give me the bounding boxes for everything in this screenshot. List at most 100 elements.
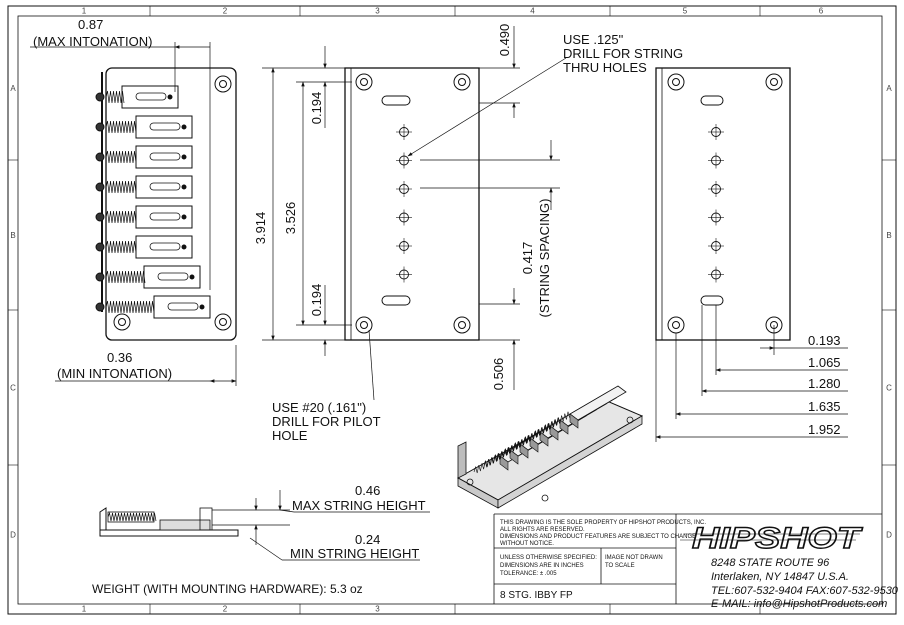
units-note-1: UNLESS OTHERWISE SPECIFIED:	[500, 555, 597, 561]
zone-row-label: C	[10, 384, 16, 393]
saddle-spring	[105, 120, 137, 134]
saddle-screw	[199, 304, 205, 310]
zone-col-label: 3	[375, 605, 380, 614]
iso-saddle-side	[519, 443, 529, 459]
property-notice-1: THIS DRAWING IS THE SOLE PROPERTY OF HIP…	[500, 520, 706, 526]
iso-spring	[543, 411, 570, 432]
address-line-4: E-MAIL: info@HipshotProducts.com	[711, 598, 887, 610]
saddle	[135, 205, 193, 229]
iso-saddle-side	[539, 431, 549, 447]
zone-row-label: D	[886, 531, 892, 540]
property-notice-4: WITHOUT NOTICE.	[500, 541, 554, 547]
saddle-screw	[181, 124, 187, 130]
zone-col-label: 1	[82, 605, 87, 614]
bridge-top-view	[95, 67, 237, 341]
units-note-2: DIMENSIONS ARE IN INCHES	[500, 563, 584, 569]
saddle-slot	[149, 122, 181, 131]
intonation-screw-head	[95, 152, 105, 162]
zone-row-label: B	[10, 231, 15, 240]
iso-saddle-side	[509, 449, 519, 465]
bridge-isometric-view	[456, 385, 644, 509]
string-height-dims	[212, 490, 430, 561]
saddle-spring	[105, 270, 146, 284]
weight-note: WEIGHT (WITH MOUNTING HARDWARE): 5.3 oz	[92, 582, 363, 596]
string-hole-column	[396, 124, 412, 283]
property-notice-2: ALL RIGHTS ARE RESERVED.	[500, 527, 585, 533]
address-line-2: Interlaken, NY 14847 U.S.A.	[711, 571, 849, 583]
address-line-3: TEL:607-532-9404 FAX:607-532-9530	[711, 585, 899, 597]
max-intonation-label: (MAX INTONATION)	[33, 34, 152, 49]
max-string-height-value: 0.46	[355, 483, 380, 498]
property-notice-3: DIMENSIONS AND PRODUCT FEATURES ARE SUBJ…	[500, 534, 696, 540]
saddle-spring	[105, 300, 155, 314]
max-string-height-label: MAX STRING HEIGHT	[292, 498, 426, 513]
iso-spring	[473, 453, 500, 474]
saddle-slot	[149, 152, 181, 161]
hole-span-dim: 3.526	[283, 202, 298, 235]
intonation-screw-head	[95, 212, 105, 222]
bridge-side-view	[99, 507, 239, 537]
iso-spring	[493, 441, 520, 462]
zone-col-label: 5	[683, 7, 688, 16]
ordinate-dim-2: 1.065	[808, 355, 841, 370]
iso-spring	[503, 435, 530, 456]
saddle	[153, 295, 211, 319]
saddle	[135, 175, 193, 199]
min-intonation-label: (MIN INTONATION)	[57, 366, 172, 381]
string-drill-line-1: USE .125"	[563, 32, 624, 47]
saddle	[135, 145, 193, 169]
zone-grid-ticks	[8, 6, 896, 614]
saddle	[135, 115, 193, 139]
pilot-drill-note: USE #20 (.161") DRILL FOR PILOT HOLE	[272, 400, 381, 443]
iso-saddle-side	[569, 413, 579, 429]
saddle-spring	[105, 240, 137, 254]
min-intonation-value: 0.36	[107, 350, 132, 365]
intonation-screw-head	[95, 272, 105, 282]
saddle-slot	[157, 272, 189, 281]
zone-col-label: 6	[819, 7, 824, 16]
saddle-spring	[105, 150, 137, 164]
saddle-screw	[181, 154, 187, 160]
title-block	[493, 513, 882, 604]
intonation-screw-head	[95, 182, 105, 192]
bridge-plate-view	[344, 67, 480, 341]
hipshot-logo: HIPSHOT	[692, 522, 863, 555]
min-string-height-value: 0.24	[355, 532, 380, 547]
ordinate-dims	[655, 305, 848, 442]
scale-note-1: IMAGE NOT DRAWN	[605, 555, 663, 561]
zone-col-label: 4	[530, 7, 535, 16]
intonation-screw-head	[95, 302, 105, 312]
string-hole-column-right	[708, 124, 724, 283]
saddle-spring	[105, 210, 137, 224]
ordinate-dim-3: 1.280	[808, 376, 841, 391]
iso-saddle-group	[473, 385, 627, 474]
saddle-slot	[149, 212, 181, 221]
saddle-screw	[181, 184, 187, 190]
min-string-height-label: MIN STRING HEIGHT	[290, 546, 419, 561]
bottom-offset-dim: 0.194	[309, 284, 324, 317]
pilot-drill-line-1: USE #20 (.161")	[272, 400, 366, 415]
saddle-group	[95, 85, 211, 319]
iso-spring	[533, 417, 560, 438]
part-name: 8 STG. IBBY FP	[500, 590, 573, 601]
units-note-3: TOLERANCE: ± .005	[500, 571, 557, 577]
address-line-1: 8248 STATE ROUTE 96	[711, 557, 830, 569]
string-hole-offset-dim: 0.490	[497, 24, 512, 57]
zone-col-label: 2	[223, 605, 228, 614]
pilot-drill-line-3: HOLE	[272, 428, 308, 443]
bridge-plate-right-view	[655, 67, 791, 341]
ordinate-dim-5: 1.952	[808, 422, 841, 437]
intonation-screw-head	[95, 242, 105, 252]
intonation-screw-head	[95, 122, 105, 132]
iso-spring	[513, 429, 540, 450]
iso-saddle-side	[499, 455, 509, 471]
ordinate-dim-4: 1.635	[808, 399, 841, 414]
saddle-slot	[167, 302, 199, 311]
saddle-screw	[181, 244, 187, 250]
iso-saddle-side	[529, 437, 539, 453]
saddle-screw	[189, 274, 195, 280]
pilot-drill-line-2: DRILL FOR PILOT	[272, 414, 381, 429]
